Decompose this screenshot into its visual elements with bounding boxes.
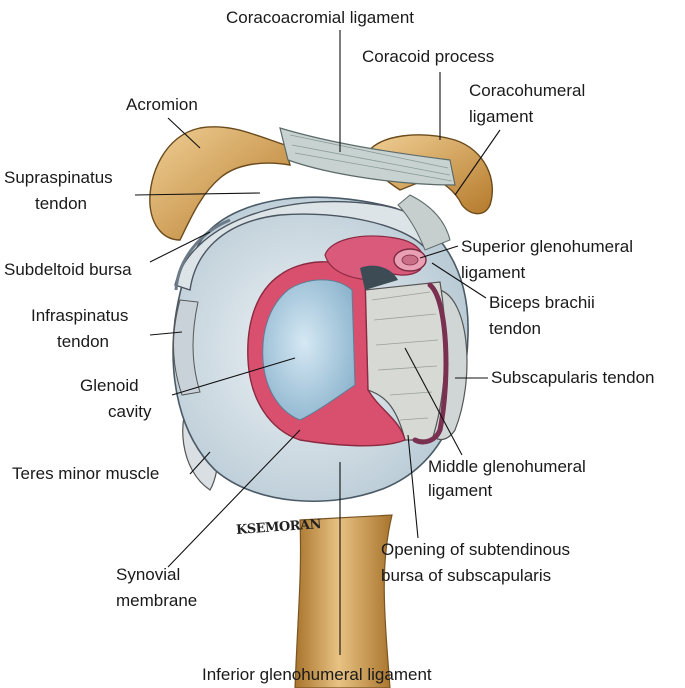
label-middle-glenohumeral-ligament-line2: ligament bbox=[428, 481, 493, 500]
label-coracoacromial-ligament: Coracoacromial ligament bbox=[226, 8, 415, 27]
label-supraspinatus-tendon-line1: Supraspinatus bbox=[4, 168, 113, 187]
label-coracohumeral-ligament-line1: Coracohumeral bbox=[469, 81, 586, 100]
humerus-shaft bbox=[294, 514, 393, 688]
acromion bbox=[149, 126, 291, 241]
label-infraspinatus-tendon-line2: tendon bbox=[57, 332, 109, 351]
label-biceps-brachii-tendon-line1: Biceps brachii bbox=[489, 293, 595, 312]
label-superior-glenohumeral-ligament-line1: Superior glenohumeral bbox=[461, 237, 633, 256]
label-glenoid-cavity-line2: cavity bbox=[108, 402, 152, 421]
label-subscapularis-tendon: Subscapularis tendon bbox=[491, 368, 655, 387]
label-coracohumeral-ligament-line2: ligament bbox=[469, 107, 534, 126]
label-opening-subtendinous-bursa-line1: Opening of subtendinous bbox=[381, 540, 571, 559]
label-acromion: Acromion bbox=[126, 95, 198, 114]
label-teres-minor-muscle: Teres minor muscle bbox=[12, 464, 160, 483]
label-glenoid-cavity-line1: Glenoid bbox=[80, 376, 139, 395]
label-coracoid-process: Coracoid process bbox=[362, 47, 495, 66]
label-infraspinatus-tendon-line1: Infraspinatus bbox=[31, 306, 129, 325]
label-inferior-glenohumeral-ligament: Inferior glenohumeral ligament bbox=[202, 665, 432, 684]
label-superior-glenohumeral-ligament-line2: ligament bbox=[461, 263, 526, 282]
opening-subtendinous-bursa bbox=[412, 282, 449, 445]
label-supraspinatus-tendon-line2: tendon bbox=[35, 194, 87, 213]
label-biceps-brachii-tendon-line2: tendon bbox=[489, 319, 541, 338]
infraspinatus-rim bbox=[173, 299, 201, 396]
leader-lines bbox=[134, 30, 501, 655]
bursa-opening-shadow bbox=[360, 265, 398, 290]
label-synovial-membrane-line2: membrane bbox=[116, 591, 198, 610]
coracohumeral-ligament bbox=[397, 194, 451, 251]
superior-glenohumeral-ligament bbox=[324, 235, 425, 281]
subdeltoid-bursa bbox=[174, 218, 231, 291]
label-subdeltoid-bursa: Subdeltoid bursa bbox=[4, 260, 132, 279]
label-opening-subtendinous-bursa-line2: bursa of subscapularis bbox=[381, 566, 552, 585]
label-middle-glenohumeral-ligament-line1: Middle glenohumeral bbox=[428, 457, 586, 476]
glenoid-cavity bbox=[262, 279, 356, 421]
label-synovial-membrane-line1: Synovial bbox=[116, 565, 181, 584]
